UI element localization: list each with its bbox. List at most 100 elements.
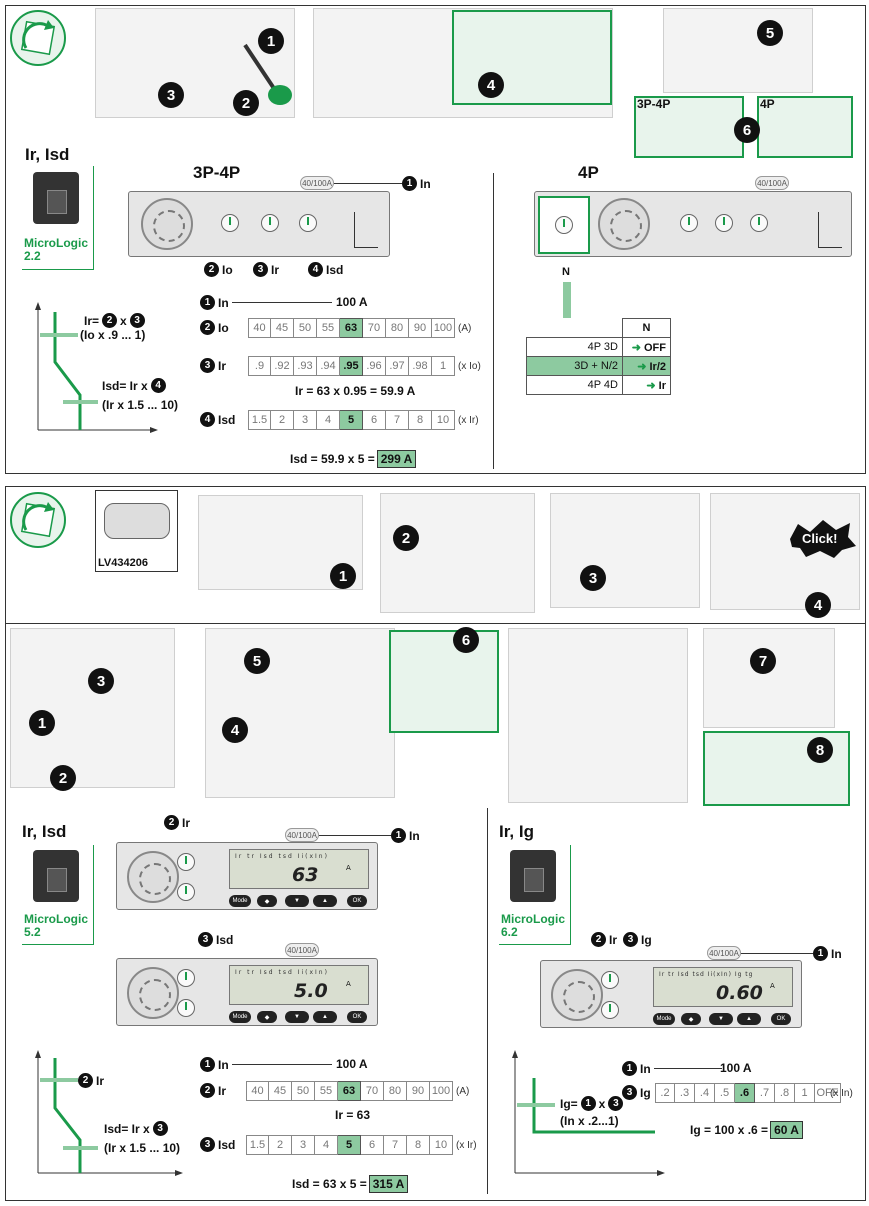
ir-dial[interactable] — [177, 853, 195, 871]
test-port-dial — [141, 198, 193, 250]
up-button[interactable]: ▲ — [737, 1013, 761, 1025]
ig-unit: (x In) — [830, 1088, 853, 1099]
ir-dial[interactable] — [601, 971, 619, 989]
panel-3p4p-title: 3P-4P — [193, 163, 241, 182]
breaker-illustration-step-5 — [663, 8, 813, 93]
down-button[interactable]: ▼ — [285, 1011, 309, 1023]
down-button[interactable]: ▼ — [285, 895, 309, 907]
mode-button[interactable]: Mode — [229, 895, 251, 907]
panel-4p-title: 4P — [578, 163, 599, 182]
ig-scale: .2 .3 .4 .5 .6 .7 .8 1 OFF — [655, 1083, 841, 1103]
scroll-button[interactable]: ◆ — [681, 1013, 701, 1025]
isd-formula: Isd = 59.9 x 5 =299 A — [290, 450, 417, 468]
zoom-4p-frame — [757, 96, 853, 158]
n-label: N — [562, 266, 570, 278]
scale-cell: 8 — [407, 1135, 430, 1155]
lcd-header: Ir tr Isd tsd Ii(xIn) — [235, 853, 329, 860]
step-badge: 4 — [222, 717, 248, 743]
ir-dial[interactable] — [177, 969, 195, 987]
lcd-value: 63 — [292, 864, 319, 886]
scale-cell: 90 — [407, 1081, 430, 1101]
zoom-3p-4p-frame — [634, 96, 744, 158]
leader-line — [319, 835, 391, 836]
step-badge: 6 — [734, 117, 760, 143]
scale-cell: .96 — [363, 356, 386, 376]
breaker-step-6 — [508, 628, 688, 803]
n-value: ➜ Ir — [622, 375, 671, 395]
leader-line — [334, 183, 402, 184]
isd-dial[interactable] — [750, 214, 768, 232]
ok-button[interactable]: OK — [347, 1011, 367, 1023]
breaker-icon — [33, 172, 79, 224]
section-2-frame — [5, 486, 866, 1201]
curve-thumbnail-icon — [818, 212, 842, 248]
isd-dial[interactable] — [177, 883, 195, 901]
lcd-unit: A — [346, 980, 351, 988]
rating-pill: 40/100A — [285, 943, 319, 957]
scale-cell: .92 — [271, 356, 294, 376]
scale-cell: .94 — [317, 356, 340, 376]
scale-cell: .97 — [386, 356, 409, 376]
isd-dial[interactable] — [299, 214, 317, 232]
rating-pill: 40/100A — [755, 176, 789, 190]
breaker-icon — [510, 850, 556, 902]
scale-cell-selected: 63 — [338, 1081, 361, 1101]
scale-cell: 1.5 — [248, 410, 271, 430]
mode-button[interactable]: Mode — [653, 1013, 675, 1025]
mode-button[interactable]: Mode — [229, 1011, 251, 1023]
isd-dial[interactable] — [177, 999, 195, 1017]
test-kit-icon — [104, 503, 170, 539]
n-mode: 4P 4D — [526, 375, 623, 395]
brand-label: MicroLogic — [24, 912, 89, 926]
scale-cell-selected: .6 — [735, 1083, 755, 1103]
section-title: Ir, Isd — [25, 145, 70, 164]
scroll-button[interactable]: ◆ — [257, 1011, 277, 1023]
test-port-dial — [127, 967, 179, 1019]
scale-cell: 40 — [246, 1081, 269, 1101]
ir-dial[interactable] — [261, 214, 279, 232]
n-value: ➜ Ir/2 — [622, 356, 671, 376]
scale-cell: 45 — [271, 318, 294, 338]
step-badge: 4 — [805, 592, 831, 618]
click-label: Click! — [802, 531, 838, 546]
lcd-header: Ir tr Isd tsd Ii(xIn) Ig tg — [659, 971, 754, 978]
ig-formula: Ig = 100 x .6 =60 A — [690, 1121, 803, 1139]
ig-dial[interactable] — [601, 1001, 619, 1019]
scale-cell: 4 — [315, 1135, 338, 1155]
scroll-button[interactable]: ◆ — [257, 895, 277, 907]
lcd-header: Ir tr Isd tsd Ii(xIn) — [235, 969, 329, 976]
step-badge: 2 — [50, 765, 76, 791]
up-button[interactable]: ▲ — [313, 895, 337, 907]
neutral-selector-dial[interactable] — [555, 216, 573, 234]
ok-button[interactable]: OK — [347, 895, 367, 907]
ir-dial[interactable] — [715, 214, 733, 232]
curve-thumbnail-icon — [354, 212, 378, 248]
part-number: LV434206 — [98, 557, 148, 569]
io-dial[interactable] — [221, 214, 239, 232]
scale-cell: 50 — [294, 318, 317, 338]
settings-wheel-icon — [8, 490, 68, 550]
io-dial[interactable] — [680, 214, 698, 232]
isd-result: 315 A — [368, 1175, 409, 1193]
scale-cell: .9 — [248, 356, 271, 376]
up-button[interactable]: ▲ — [313, 1011, 337, 1023]
scale-cell: .7 — [755, 1083, 775, 1103]
step-badge: 5 — [757, 20, 783, 46]
trip-curve-diagram — [28, 300, 158, 435]
ok-button[interactable]: OK — [771, 1013, 791, 1025]
connector-zoom-frame — [389, 630, 499, 733]
scale-cell-selected: 5 — [338, 1135, 361, 1155]
screwdriver-icon — [240, 40, 300, 110]
section-title: Ir, Ig — [499, 822, 534, 841]
in-value: 100 A — [336, 1057, 368, 1071]
tag-3p-4p: 3P-4P — [637, 97, 671, 111]
down-button[interactable]: ▼ — [709, 1013, 733, 1025]
